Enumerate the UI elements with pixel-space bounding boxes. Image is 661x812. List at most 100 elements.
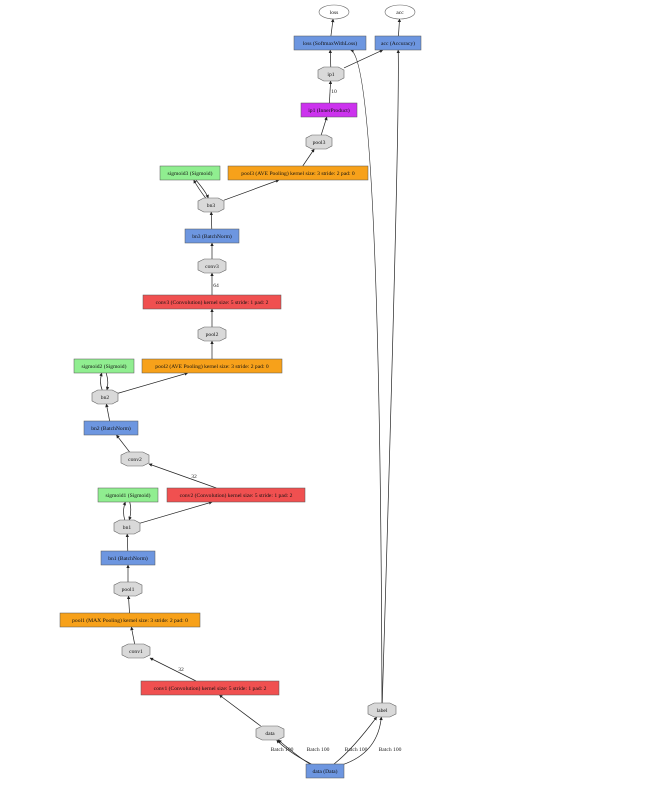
node-shape-bn3-layer — [184, 228, 240, 244]
node-shape-sigmoid1-layer — [97, 487, 159, 503]
node-label-acc-layer: acc (Accuracy) — [381, 40, 415, 47]
edge-sigmoid3-to-bn3 — [195, 179, 209, 199]
node-shape-acc-out — [384, 4, 416, 20]
edge-bn2-to-sigmoid2 — [99, 372, 103, 391]
node-shape-bn2-layer — [83, 420, 139, 436]
node-label-bn2-layer: bn2 (BatchNorm) — [91, 425, 131, 432]
node-shape-pool1-layer — [59, 612, 201, 628]
edge-sigmoid1-to-bn1 — [128, 501, 132, 521]
edge-label-conv3-out: 64 — [213, 283, 219, 289]
edge-data-layer-to-label-2 — [343, 716, 383, 765]
node-conv3-layer: conv3 (Convolution) kernel size: 5 strid… — [142, 294, 282, 310]
edge-ip1-to-loss-layer — [328, 49, 333, 68]
node-label-sigmoid3-layer: sigmoid3 (Sigmoid) — [168, 170, 213, 177]
edge-ip1-to-acc-layer — [343, 49, 384, 69]
node-shape-bn1-blob — [113, 519, 141, 535]
node-bn3-blob: bn3 — [197, 197, 225, 213]
node-label-conv1-blob: conv1 — [129, 649, 143, 655]
node-label-ip1-layer: ip1 (InnerProduct) — [308, 107, 350, 114]
node-data-layer: data (Data) — [305, 763, 345, 779]
node-bn1-layer: bn1 (BatchNorm) — [100, 550, 156, 566]
edge-data-layer-to-data-2 — [276, 739, 312, 765]
edge-acc-layer-to-acc — [397, 18, 402, 37]
node-data-blob: data — [255, 725, 285, 741]
node-shape-conv3-blob — [197, 258, 227, 274]
node-shape-pool3-layer — [227, 165, 369, 181]
node-loss-layer: loss (SoftmaxWithLoss) — [293, 35, 367, 51]
node-label-pool3-layer: pool3 (AVE Pooling) kernel size: 3 strid… — [241, 170, 355, 177]
node-shape-bn2-blob — [91, 389, 119, 405]
node-sigmoid1-layer: sigmoid1 (Sigmoid) — [97, 487, 159, 503]
edge-bn3-layer-to-bn3 — [209, 211, 214, 230]
node-label-bn2-blob: bn2 — [101, 395, 110, 401]
node-conv2-layer: conv2 (Convolution) kernel size: 5 strid… — [166, 487, 306, 503]
node-shape-ip1-layer — [300, 102, 358, 118]
node-shape-pool2-layer — [141, 358, 283, 374]
node-label-acc-out: acc — [396, 10, 404, 16]
node-conv1-blob: conv1 — [121, 643, 151, 659]
edge-data-layer-to-label-1 — [333, 716, 378, 765]
node-label-conv1-layer: conv1 (Convolution) kernel size: 5 strid… — [154, 685, 267, 692]
node-pool2-layer: pool2 (AVE Pooling) kernel size: 3 strid… — [141, 358, 283, 374]
node-label-conv3-blob: conv3 — [205, 264, 219, 270]
node-loss-out: loss — [318, 4, 350, 20]
edge-pool3-layer-to-pool3 — [302, 148, 315, 167]
edge-label-conv2-out: 32 — [191, 474, 197, 480]
nodes-layer: loss acc loss (SoftmaxWithLoss) acc (Accura… — [59, 4, 422, 779]
edge-ip1-layer-to-ip1 — [328, 80, 333, 104]
edge-data-to-conv1-layer — [219, 694, 261, 727]
node-label-conv2-blob: conv2 — [128, 457, 142, 463]
node-label-data-layer: data (Data) — [313, 768, 338, 775]
node-label-blob: label — [367, 702, 397, 718]
edge-label-data-batch-2: Batch 100 — [307, 747, 330, 753]
node-shape-conv2-blob — [120, 451, 150, 467]
node-pool2-blob: pool2 — [197, 326, 227, 342]
node-bn1-blob: bn1 — [113, 519, 141, 535]
node-shape-bn1-layer — [100, 550, 156, 566]
node-shape-sigmoid3-layer — [159, 165, 221, 181]
edge-label-ip1-out: 10 — [331, 89, 337, 95]
edge-loss-layer-to-loss — [330, 18, 335, 37]
node-shape-acc-layer — [374, 35, 422, 51]
node-label-bn1-layer: bn1 (BatchNorm) — [108, 555, 148, 562]
node-acc-out: acc — [384, 4, 416, 20]
node-shape-conv3-layer — [142, 294, 282, 310]
edge-label-to-acc-layer — [381, 49, 401, 704]
node-label-conv3-layer: conv3 (Convolution) kernel size: 5 strid… — [156, 299, 269, 306]
node-label-bn3-layer: bn3 (BatchNorm) — [192, 233, 232, 240]
node-bn2-blob: bn2 — [91, 389, 119, 405]
edge-pool1-layer-to-pool1 — [126, 595, 131, 614]
node-label-pool2-layer: pool2 (AVE Pooling) kernel size: 3 strid… — [155, 363, 269, 370]
edge-bn1-to-sigmoid1 — [122, 501, 126, 521]
node-label-pool1-layer: pool1 (MAX Pooling) kernel size: 3 strid… — [72, 617, 188, 624]
edge-bn3-to-sigmoid3 — [193, 179, 206, 199]
node-pool3-blob: pool3 — [305, 134, 333, 150]
edge-conv2-layer-to-conv2 — [148, 463, 217, 489]
edge-label-label-batch-1: Batch 100 — [345, 747, 368, 753]
edge-sigmoid2-to-bn2 — [105, 372, 110, 391]
node-shape-conv1-layer — [140, 680, 280, 696]
node-label-pool3-blob: pool3 — [313, 140, 326, 146]
node-label-bn1-blob: bn1 — [123, 525, 132, 531]
node-label-sigmoid1-layer: sigmoid1 (Sigmoid) — [106, 492, 151, 499]
node-shape-pool3-blob — [305, 134, 333, 150]
node-shape-conv2-layer — [166, 487, 306, 503]
node-pool3-layer: pool3 (AVE Pooling) kernel size: 3 strid… — [227, 165, 369, 181]
edge-label-data-batch-1: Batch 100 — [271, 747, 294, 753]
edge-bn1-to-conv2-layer — [139, 501, 213, 524]
node-shape-sigmoid2-layer — [73, 358, 135, 374]
node-shape-pool2-blob — [197, 326, 227, 342]
node-conv3-blob: conv3 — [197, 258, 227, 274]
edge-label-conv1-out: 32 — [178, 667, 184, 673]
edge-conv2-to-bn2-layer — [116, 434, 130, 453]
node-shape-loss-layer — [293, 35, 367, 51]
node-shape-ip1-blob — [317, 66, 345, 82]
node-label-label-blob: label — [377, 708, 388, 714]
node-shape-conv1-blob — [121, 643, 151, 659]
edge-conv1-to-pool1-layer — [130, 626, 135, 645]
node-label-ip1-blob: ip1 — [327, 72, 334, 78]
edge-pool3-to-ip1-layer — [320, 116, 328, 136]
node-conv2-blob: conv2 — [120, 451, 150, 467]
